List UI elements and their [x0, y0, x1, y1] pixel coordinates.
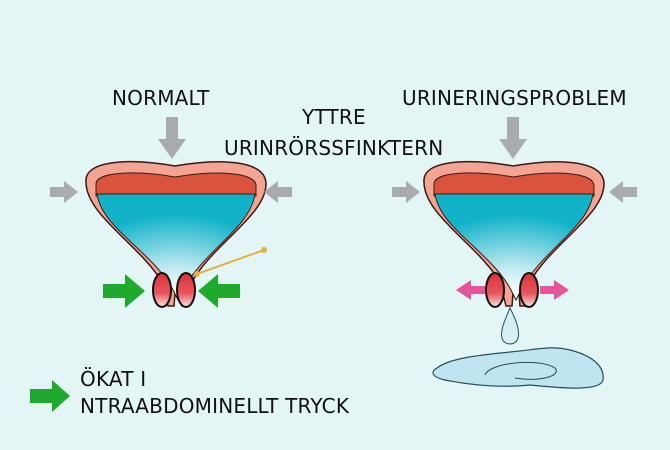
gray-arrow-down-icon [158, 117, 186, 159]
normal-bladder [50, 117, 292, 308]
puddle-icon [432, 347, 604, 389]
label-normal: NORMALT [112, 86, 210, 110]
sphincter-right [176, 272, 196, 308]
drop-icon [501, 306, 519, 345]
gray-arrow-right-icon [392, 181, 420, 203]
sphincter-left [152, 272, 172, 308]
problem-bladder [392, 117, 637, 389]
legend-line1: ÖKAT I [80, 367, 147, 391]
gray-arrow-left-icon [264, 181, 292, 203]
sphincter-left [485, 272, 505, 308]
pink-arrow-left-icon [456, 280, 485, 300]
label-problem: URINERINGSPROBLEM [402, 86, 627, 110]
green-arrow-left-icon [198, 274, 240, 308]
label-sphincter-line2: URINRÖRSSFINKTERN [224, 136, 444, 160]
gray-arrow-down-icon [499, 117, 527, 159]
label-sphincter-line1: YTTRE [302, 105, 366, 129]
gray-arrow-right-icon [50, 181, 78, 203]
gray-arrow-left-icon [609, 181, 637, 203]
sphincter-right [519, 272, 539, 308]
green-arrow-right-icon [103, 274, 145, 308]
pointer-line [196, 249, 265, 275]
green-arrow-icon [30, 380, 70, 412]
pink-arrow-right-icon [540, 280, 569, 300]
legend-line2: NTRAABDOMINELLT TRYCK [80, 394, 350, 418]
